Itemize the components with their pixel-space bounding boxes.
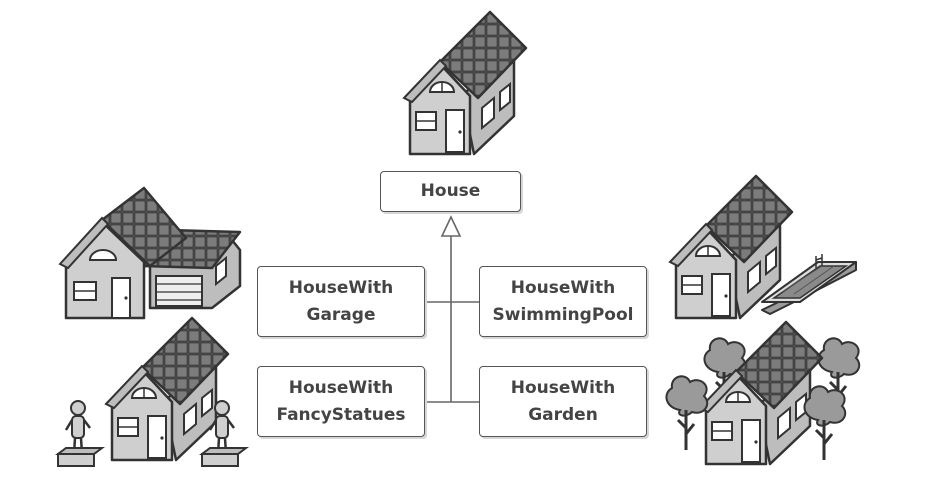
house-icon bbox=[402, 10, 528, 156]
class-box-house-with-garden: HouseWith Garden bbox=[479, 366, 647, 437]
class-label-house: House bbox=[420, 181, 481, 201]
house-with-statues-icon bbox=[56, 316, 248, 468]
class-box-house-with-garage: HouseWith Garage bbox=[257, 266, 425, 337]
class-box-house-with-swimming-pool: HouseWith SwimmingPool bbox=[479, 266, 647, 337]
house-with-garage-icon bbox=[58, 186, 242, 320]
class-label-house-with-swimming-pool: HouseWith SwimmingPool bbox=[492, 277, 634, 325]
inheritance-connectors bbox=[425, 215, 479, 403]
inheritance-arrowhead bbox=[440, 215, 462, 237]
class-label-house-with-garage: HouseWith Garage bbox=[288, 277, 394, 325]
class-box-house: House bbox=[380, 171, 521, 212]
house-with-pool-icon bbox=[668, 174, 857, 320]
house-with-garden-icon bbox=[664, 320, 861, 466]
class-label-house-with-garden: HouseWith Garden bbox=[510, 377, 616, 425]
class-label-house-with-fancy-statues: HouseWith FancyStatues bbox=[276, 377, 406, 425]
class-box-house-with-fancy-statues: HouseWith FancyStatues bbox=[257, 366, 425, 437]
